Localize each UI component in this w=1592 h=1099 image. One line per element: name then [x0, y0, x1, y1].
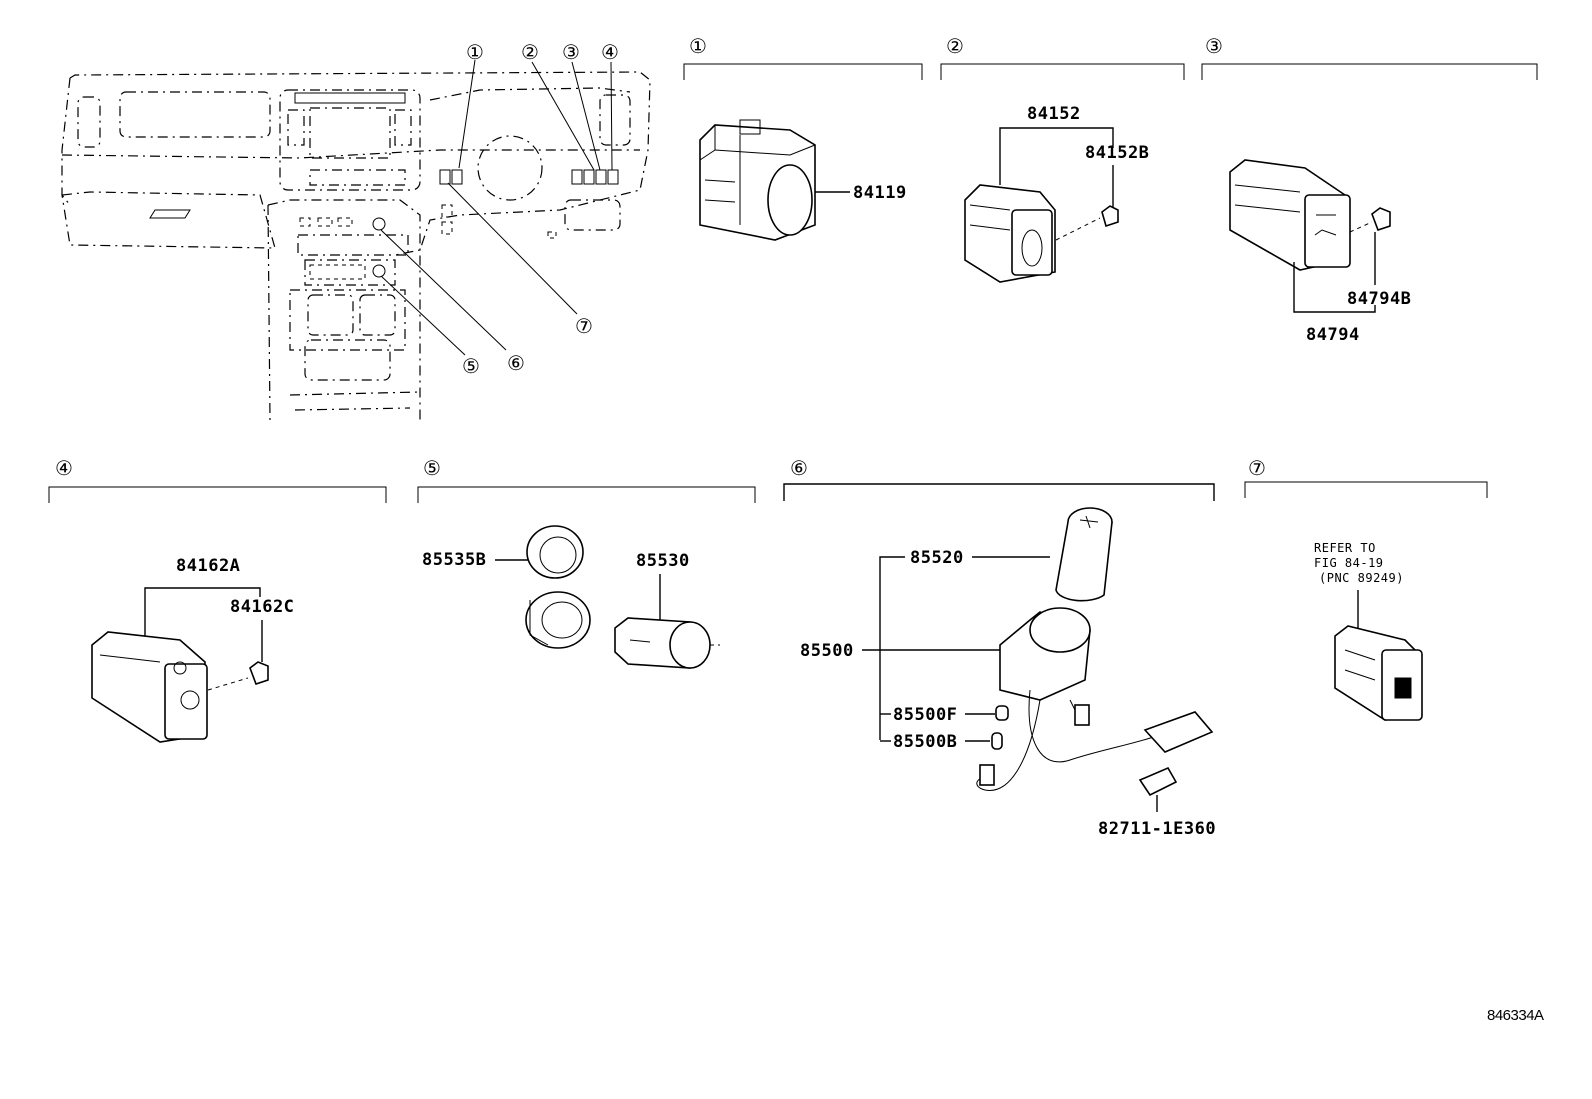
- overview-callout-3: ③: [562, 40, 580, 64]
- part-number-85500B: 85500B: [893, 732, 957, 752]
- part-84119-illustration: [699, 119, 816, 241]
- refer-note-line-2: FIG 84-19: [1314, 556, 1384, 570]
- part-number-82711-1E360: 82711-1E360: [1098, 819, 1216, 839]
- group-6-label: ⑥: [790, 456, 808, 480]
- part-85530-illustration: [614, 617, 720, 669]
- group-6: ⑥ 85520 85500 85500F 85500B: [783, 456, 1216, 839]
- part-85520-illustration: [1055, 507, 1113, 602]
- part-number-84119: 84119: [853, 183, 907, 203]
- overview-callout-7: ⑦: [575, 314, 593, 338]
- part-number-84152: 84152: [1027, 104, 1081, 124]
- refer-note-line-3: (PNC 89249): [1319, 571, 1404, 585]
- switch-illustration: [1334, 625, 1423, 721]
- group-2: ② 84152 84152B: [940, 34, 1185, 283]
- group-4: ④ 84162A 84162C: [48, 456, 387, 743]
- overview-callout-6: ⑥: [507, 351, 525, 375]
- refer-note-line-1: REFER TO: [1314, 541, 1376, 555]
- part-85500-illustration: [976, 607, 1214, 791]
- figure-code: 846334A: [1487, 1007, 1544, 1024]
- overview-callout-5: ⑤: [462, 354, 480, 378]
- part-number-84794B: 84794B: [1347, 289, 1411, 309]
- group-7: ⑦ REFER TO FIG 84-19 (PNC 89249): [1244, 456, 1488, 721]
- part-number-85535B: 85535B: [422, 550, 486, 570]
- overview-callout-4: ④: [601, 40, 619, 64]
- group-4-label: ④: [55, 456, 73, 480]
- part-84794-illustration: [1229, 159, 1351, 271]
- dashboard-overview: ① ② ③ ④ ⑤ ⑥ ⑦: [61, 40, 651, 421]
- overview-callout-1: ①: [466, 40, 484, 64]
- group-2-label: ②: [946, 34, 964, 58]
- part-84152B-illustration: [1101, 205, 1119, 228]
- part-82711-1E360-illustration: [1138, 766, 1178, 797]
- group-7-label: ⑦: [1248, 456, 1266, 480]
- group-3-label: ③: [1205, 34, 1223, 58]
- part-84162C-illustration: [249, 661, 269, 686]
- part-84162A-illustration: [91, 631, 208, 743]
- group-1: ① 84119: [683, 34, 923, 241]
- part-number-85520: 85520: [910, 548, 964, 568]
- part-number-84152B: 84152B: [1085, 143, 1149, 163]
- group-3: ③ 84794B 84794: [1201, 34, 1538, 345]
- part-84794B-illustration: [1371, 207, 1391, 232]
- part-85535B-illustration: [525, 525, 591, 649]
- overview-callout-2: ②: [521, 40, 539, 64]
- part-number-84794: 84794: [1306, 325, 1360, 345]
- part-number-84162C: 84162C: [230, 597, 294, 617]
- part-number-85530: 85530: [636, 551, 690, 571]
- part-number-85500F: 85500F: [893, 705, 957, 725]
- group-5-label: ⑤: [423, 456, 441, 480]
- part-number-85500: 85500: [800, 641, 854, 661]
- group-1-label: ①: [689, 34, 707, 58]
- part-84152-illustration: [964, 184, 1056, 283]
- group-5: ⑤ 85535B 85530: [417, 456, 756, 669]
- part-number-84162A: 84162A: [176, 556, 240, 576]
